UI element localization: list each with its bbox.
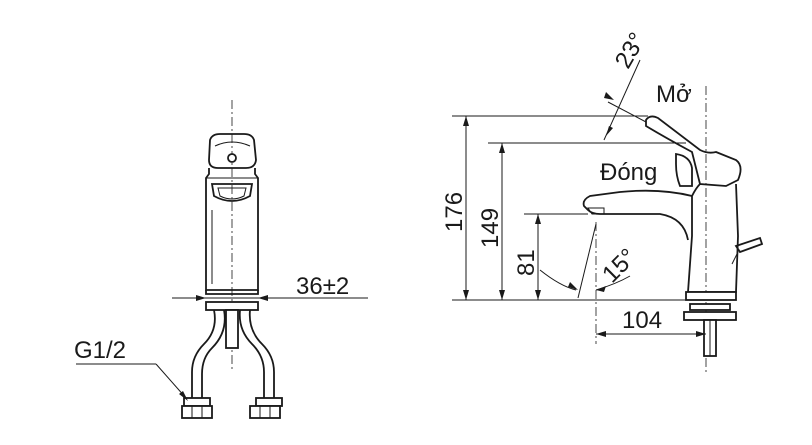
dimension-handle-height: 149: [477, 142, 686, 300]
dim-104-arrow-left: [596, 331, 606, 337]
dim-spout-angle-line: [577, 223, 597, 299]
outlet-height-label: 81: [513, 249, 540, 276]
thread-label: G1/2: [74, 337, 126, 364]
side-view: Mở Đóng 23° 176 149: [441, 28, 764, 372]
dim-81-arrow-top: [535, 214, 541, 224]
front-hose-fitting-right: [249, 405, 281, 419]
open-label: Mở: [656, 81, 692, 108]
side-drain-lever: [734, 236, 764, 254]
dim-149-arrow-bottom: [499, 290, 505, 300]
dim-hole-arrow-right: [258, 295, 268, 301]
side-base: [685, 291, 737, 301]
dim-spout-angle-arrow1: [568, 282, 578, 290]
dim-hole-arrow-left: [196, 295, 206, 301]
side-handle-lever: [645, 115, 742, 187]
handle-angle-label: 23°: [610, 28, 652, 73]
dimension-reach: 104: [596, 307, 706, 337]
side-aerator: [587, 207, 605, 215]
front-mount-nut: [205, 301, 259, 311]
side-mount-nut: [683, 311, 737, 321]
front-hose-fitting-left: [181, 405, 213, 419]
side-mount-washer: [689, 303, 731, 311]
front-hose-left-inner: [201, 309, 226, 398]
front-body: [205, 168, 259, 291]
front-mount-shank: [225, 309, 239, 349]
thread-leader-arrow: [179, 391, 188, 401]
side-drain-rod: [731, 251, 739, 265]
front-handle: [208, 133, 257, 169]
side-body: [687, 183, 739, 293]
front-view: 36±2 G1/2: [74, 100, 368, 419]
dim-spout-angle-arrow2: [596, 286, 606, 292]
spout-angle-label: 15°: [597, 243, 642, 288]
total-height-label: 176: [441, 192, 468, 232]
dim-81-arrow-bottom: [535, 290, 541, 300]
front-aerator: [210, 183, 254, 202]
front-handle-indicator: [227, 153, 237, 163]
dim-104-arrow-right: [696, 331, 706, 337]
dim-handle-angle-line: [607, 101, 647, 123]
dim-149-arrow-top: [499, 143, 505, 153]
reach-label: 104: [622, 307, 662, 334]
front-base: [205, 290, 259, 295]
dim-176-arrow-top: [463, 116, 469, 126]
side-spout: [582, 189, 693, 241]
dimension-total-height: 176: [441, 115, 648, 300]
thread-leader-diag: [155, 363, 187, 399]
front-handle-inner: [214, 141, 251, 147]
dimension-handle-angle: 23°: [603, 28, 652, 141]
dim-spout-angle-arc: [539, 269, 577, 291]
front-aerator-inner: [217, 187, 247, 200]
front-hose-left: [191, 309, 216, 398]
handle-height-label: 149: [477, 208, 504, 248]
dim-handle-angle-arrow1: [606, 126, 613, 136]
dim-handle-angle-arrow2: [604, 92, 614, 100]
front-hose-right: [238, 309, 265, 398]
dimension-outlet-height: 81: [513, 213, 588, 300]
dim-hole-diameter-label: 36±2: [296, 273, 349, 300]
front-hose-nut-left: [183, 397, 211, 407]
dim-176-arrow-bottom: [463, 290, 469, 300]
front-hose-right-inner: [248, 309, 275, 398]
side-handle-cap: [675, 152, 693, 187]
dimension-hole-diameter: 36±2: [172, 273, 368, 301]
thread-callout: G1/2: [74, 337, 188, 401]
dimension-spout-angle: 15°: [539, 223, 642, 299]
close-label: Đóng: [600, 159, 657, 186]
front-hose-nut-right: [255, 397, 283, 407]
